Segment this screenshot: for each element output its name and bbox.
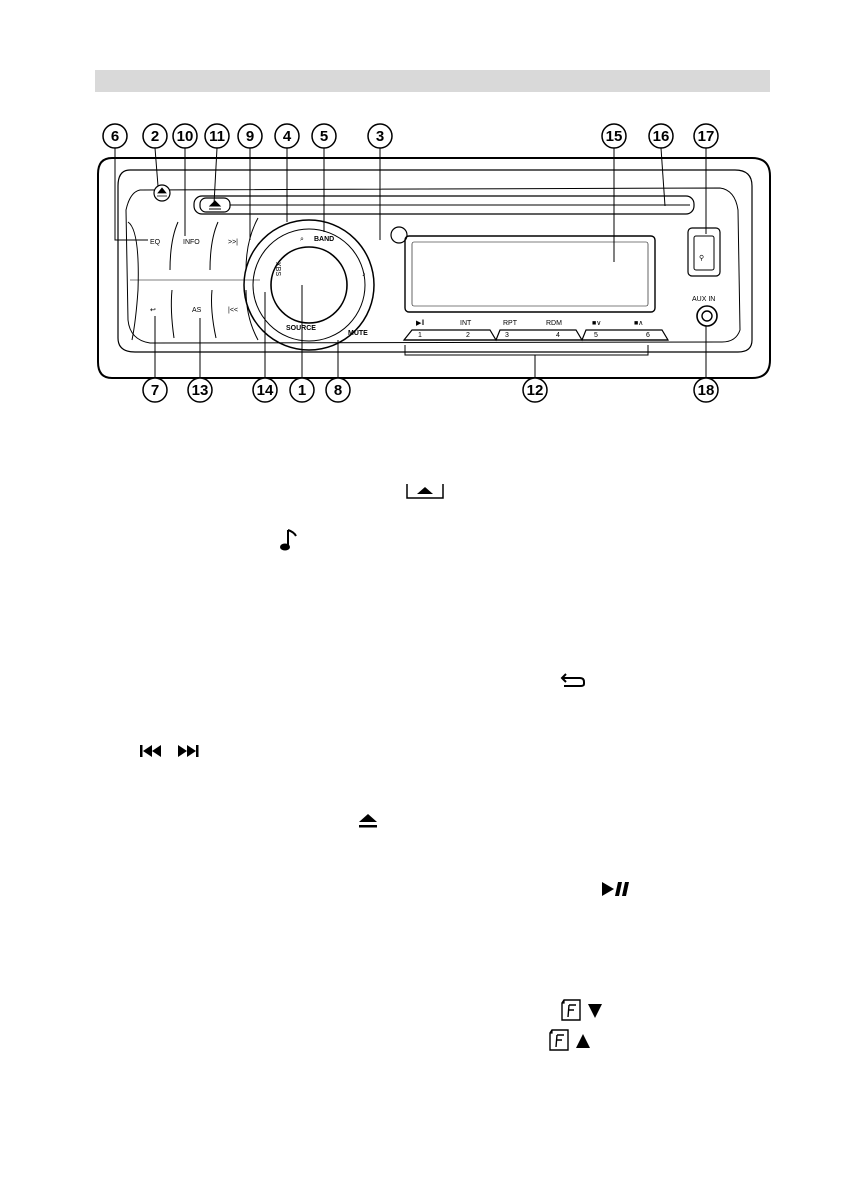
button-curve-2 [169, 221, 179, 271]
callout: 18 [693, 377, 719, 403]
svg-text:3: 3 [376, 128, 384, 145]
callout: 4 [274, 123, 300, 149]
svg-text:⚲: ⚲ [699, 254, 704, 262]
callouts-bottom: 7 13 14 1 8 12 18 [142, 377, 719, 403]
svg-text:8: 8 [334, 382, 342, 399]
callout: 14 [252, 377, 278, 403]
skip-previous-next-icon [140, 745, 199, 757]
preset-1: 1 [418, 332, 422, 339]
usb-port [687, 227, 721, 277]
callout: 12 [522, 377, 548, 403]
button-curve-4 [209, 221, 219, 271]
svg-text:1: 1 [298, 382, 306, 399]
play-pause-icon [602, 882, 629, 896]
button-curve-7 [245, 289, 259, 341]
callout: 8 [325, 377, 351, 403]
lcd-display [404, 235, 656, 313]
mute-label: MUTE [348, 330, 368, 337]
svg-text:10: 10 [177, 128, 194, 145]
svg-text:13: 13 [192, 382, 209, 399]
svg-text:▶‖: ▶‖ [416, 320, 424, 327]
band-label: BAND [314, 236, 334, 243]
return-icon [560, 673, 585, 687]
button-curve-3 [170, 289, 175, 339]
as-label: AS [192, 307, 202, 314]
callouts-top: 6 2 10 11 9 4 5 3 15 16 17 [102, 123, 719, 149]
callout: 9 [237, 123, 263, 149]
callout: 11 [204, 123, 230, 149]
panel-outer-frame [97, 157, 771, 379]
svg-text:■∨: ■∨ [592, 320, 601, 327]
callout: 17 [693, 123, 719, 149]
folder-down-icon [561, 999, 602, 1021]
svg-text:11: 11 [209, 128, 225, 145]
svg-text:♪: ♪ [362, 271, 366, 278]
svg-text:4: 4 [283, 128, 292, 145]
section-header-bar [95, 70, 770, 92]
eq-label: EQ [150, 239, 161, 246]
next-label: >>| [228, 239, 238, 246]
callout: 2 [142, 123, 168, 149]
ir-sensor [390, 226, 408, 244]
svg-text:6: 6 [111, 128, 119, 145]
prev-label: |<< [228, 307, 238, 314]
rpt-label: RPT [503, 320, 518, 327]
preset-2: 2 [466, 332, 470, 339]
int-label: INT [460, 320, 472, 327]
callout: 7 [142, 377, 168, 403]
knob-middle-ring [252, 228, 366, 342]
callout: 1 [289, 377, 315, 403]
folder-up-icon [549, 1029, 590, 1051]
eject-small-icon [359, 814, 377, 828]
aux-in-label: AUX IN [692, 296, 715, 303]
aux-in-jack [696, 305, 718, 327]
eject-icon [406, 484, 444, 499]
detachable-face [125, 187, 741, 344]
callout: 3 [367, 123, 393, 149]
callout: 15 [601, 123, 627, 149]
button-curve-5 [211, 289, 217, 339]
svg-text:12: 12 [527, 382, 544, 399]
preset-3: 3 [505, 332, 509, 339]
source-label: SOURCE [286, 325, 316, 332]
music-note-icon [280, 529, 297, 551]
car-radio-front-panel-diagram: EQ INFO AS ↩ >>| |<< BAND ⌕ SOURCE XBS ♪… [97, 123, 771, 403]
button-curve-6 [245, 217, 259, 271]
preset-5: 5 [594, 332, 598, 339]
svg-text:⌕: ⌕ [300, 236, 304, 243]
panel-inner-frame [117, 169, 753, 353]
volume-knob [270, 246, 348, 324]
back-label: ↩ [150, 307, 156, 314]
callout: 13 [187, 377, 213, 403]
callout: 10 [172, 123, 198, 149]
svg-text:9: 9 [246, 128, 254, 145]
svg-text:17: 17 [698, 128, 715, 145]
svg-text:5: 5 [320, 128, 328, 145]
callout: 5 [311, 123, 337, 149]
svg-text:2: 2 [151, 128, 159, 145]
svg-text:■∧: ■∧ [634, 320, 643, 327]
svg-text:16: 16 [653, 128, 670, 145]
rdm-label: RDM [546, 320, 562, 327]
leader-lines [114, 147, 707, 378]
xbs-label: XBS [274, 262, 281, 276]
preset-buttons-strip [402, 329, 670, 342]
button-curve-1 [127, 221, 139, 341]
svg-text:18: 18 [698, 382, 715, 399]
callout: 16 [648, 123, 674, 149]
info-label: INFO [183, 239, 200, 246]
preset-6: 6 [646, 332, 650, 339]
cd-slot [193, 195, 695, 215]
preset-4: 4 [556, 332, 560, 339]
svg-text:14: 14 [257, 382, 274, 399]
knob-outer-ring [243, 219, 375, 351]
callout: 6 [102, 123, 128, 149]
svg-text:15: 15 [606, 128, 623, 145]
svg-text:7: 7 [151, 382, 159, 399]
